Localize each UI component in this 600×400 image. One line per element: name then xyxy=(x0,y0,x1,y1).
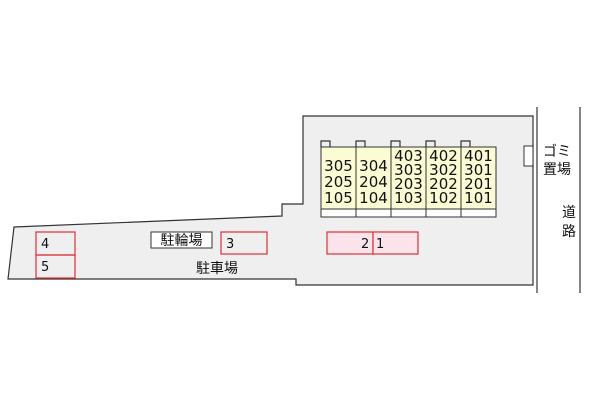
trash-area-label: ゴミ xyxy=(543,143,571,160)
unit-number: 204 xyxy=(359,173,388,191)
trash-area-label: 置場 xyxy=(543,162,571,178)
parking-space xyxy=(35,254,76,279)
bicycle-parking-box xyxy=(150,231,213,249)
unit-number: 102 xyxy=(429,189,458,207)
unit-number: 105 xyxy=(324,189,353,207)
building-column: 304 204 104 xyxy=(355,140,392,218)
parking-space xyxy=(220,231,268,255)
parking-space-number: 3 xyxy=(226,237,234,252)
unit-number: 104 xyxy=(359,189,388,207)
parking-space-number: 5 xyxy=(41,260,49,275)
building-column: 403 303 203 103 xyxy=(390,140,427,218)
unit-number: 103 xyxy=(394,189,423,207)
unit-number: 403 xyxy=(394,147,423,165)
unit-number: 302 xyxy=(429,161,458,179)
unit-number: 201 xyxy=(464,175,493,193)
parking-space-number: 2 xyxy=(361,237,369,252)
unit-number: 402 xyxy=(429,147,458,165)
unit-number: 205 xyxy=(324,173,353,191)
apartment-building: 305 205 105 304 204 104 403 303 203 103 xyxy=(320,140,497,218)
building-column: 305 205 105 xyxy=(320,140,357,218)
unit-number: 303 xyxy=(394,161,423,179)
parking-space-number: 4 xyxy=(41,237,49,252)
parking-space-number: 1 xyxy=(376,237,384,252)
unit-number: 304 xyxy=(359,157,388,175)
unit-number: 301 xyxy=(464,161,493,179)
parking-space-highlighted xyxy=(372,231,419,255)
unit-number: 101 xyxy=(464,189,493,207)
building-column: 402 302 202 102 xyxy=(425,140,462,218)
unit-number: 202 xyxy=(429,175,458,193)
building-column: 401 301 201 101 xyxy=(460,140,497,218)
parking-lot-label: 駐車場 xyxy=(196,260,238,277)
unit-number: 401 xyxy=(464,147,493,165)
road-label: 道 路 xyxy=(562,205,580,240)
unit-number: 203 xyxy=(394,175,423,193)
trash-area-marker xyxy=(523,145,534,167)
unit-number: 305 xyxy=(324,157,353,175)
bicycle-parking-label: 駐輪場 xyxy=(161,232,203,249)
